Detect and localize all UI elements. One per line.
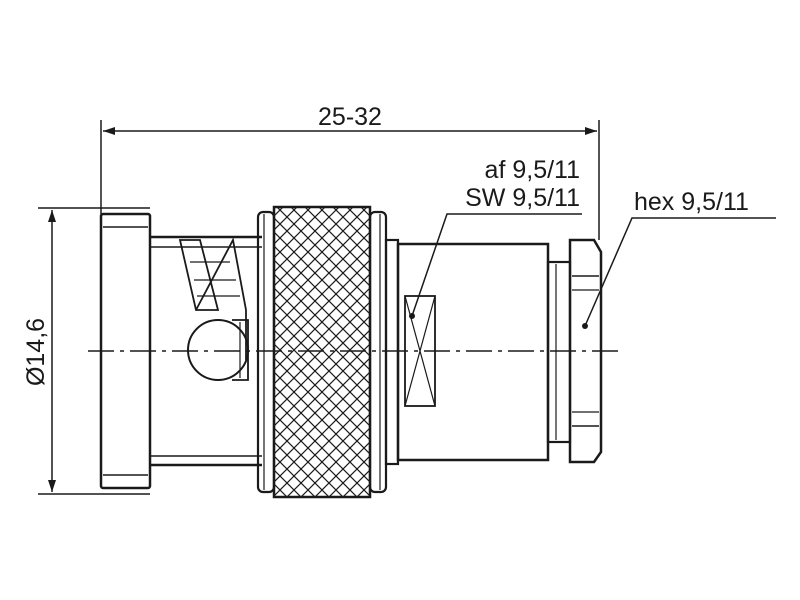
diameter-label: Ø14,6	[22, 318, 50, 386]
bayonet-slot-upper	[178, 239, 220, 311]
hex-nut-outline	[568, 238, 603, 464]
rear-body	[384, 238, 550, 466]
bayonet-sleeve	[149, 235, 262, 467]
af-label: af 9,5/11	[485, 156, 580, 184]
hex-section	[546, 238, 603, 464]
bayonet-slot-side	[195, 237, 247, 360]
nut-right-rim	[368, 210, 388, 494]
sw-label: SW 9,5/11	[465, 184, 580, 212]
hex-label: hex 9,5/11	[634, 188, 749, 216]
knurled-surface	[272, 205, 372, 499]
af-leader-line	[411, 213, 582, 317]
knurled-coupling-nut	[256, 205, 388, 499]
diameter-dimension: Ø14,6	[22, 207, 150, 495]
length-dimension: 25-32	[100, 103, 600, 240]
wrench-flats	[404, 295, 436, 407]
bayonet-pin-circle	[187, 319, 249, 381]
length-label: 25-32	[318, 103, 382, 131]
hex-leader-line	[584, 217, 776, 327]
nut-left-rim	[256, 210, 276, 494]
af-sw-callout: af 9,5/11 SW 9,5/11	[411, 156, 582, 317]
hex-callout: hex 9,5/11	[584, 188, 776, 327]
